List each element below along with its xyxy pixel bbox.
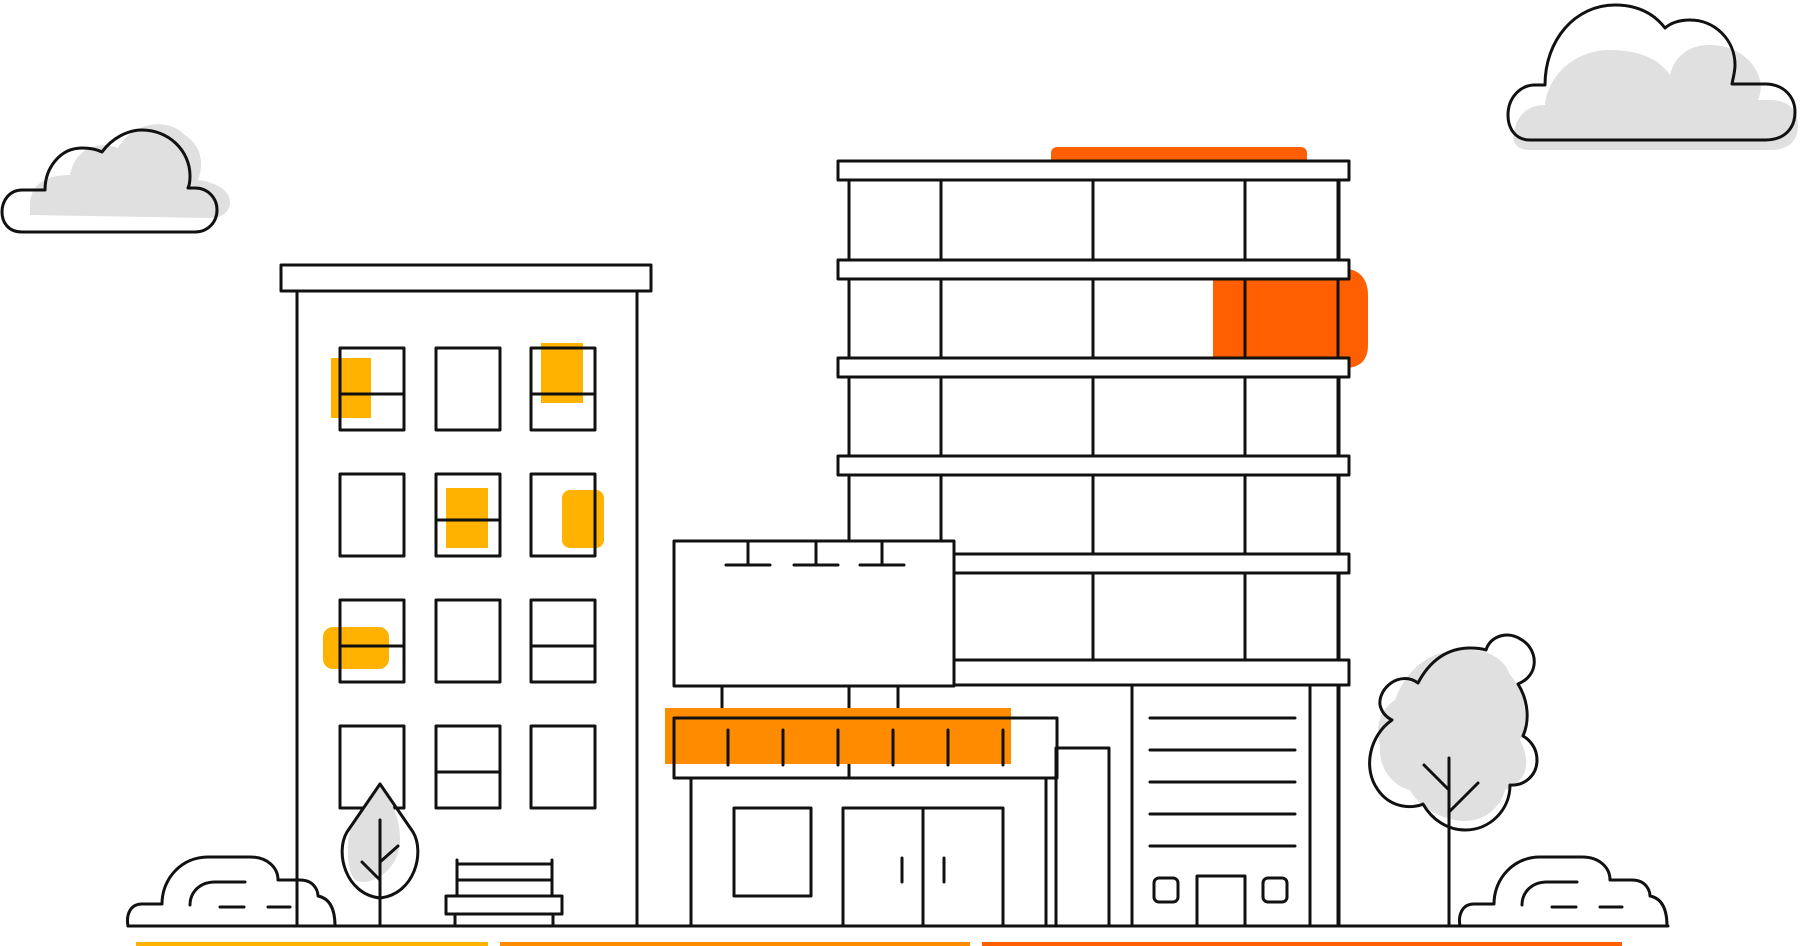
floor-slab [836, 454, 1351, 477]
bush-right-outline [1458, 855, 1669, 928]
floor-slab [836, 258, 1351, 281]
bush-left [126, 855, 337, 928]
shop-sign [672, 716, 1059, 780]
shop-annex [1054, 746, 1111, 928]
window-light [446, 488, 488, 548]
small-tree [340, 782, 420, 928]
bush-right-inner [1520, 880, 1579, 907]
cloud-left [0, 124, 230, 234]
left-apartment-building [279, 263, 653, 928]
shop-window [732, 806, 813, 898]
window-light [1213, 269, 1368, 368]
park-bench [444, 858, 564, 928]
cloud-right-outline [1506, 3, 1797, 142]
small-tree-shadow [347, 786, 400, 882]
cloud-left-outline [0, 128, 219, 234]
ground-stripe [982, 942, 1622, 946]
garage-door [1195, 874, 1247, 928]
window [434, 346, 502, 432]
bush-left-inner [188, 880, 247, 907]
window-light [562, 490, 604, 548]
bush-right [1458, 855, 1669, 928]
floor-slab [836, 159, 1351, 182]
bush-left-outline [126, 855, 337, 928]
window [338, 598, 406, 684]
window [434, 472, 502, 558]
window-light [331, 358, 371, 418]
window [434, 598, 502, 684]
window [529, 724, 597, 810]
ground-stripe [500, 942, 970, 946]
cloud-right [1506, 3, 1798, 150]
window-light [323, 627, 389, 669]
cloud-right-shadow [1513, 45, 1798, 150]
round-tree-canopy [1368, 633, 1539, 832]
window [529, 346, 597, 432]
cloud-left-shadow [30, 124, 230, 218]
window [529, 598, 597, 684]
ground-stripes [136, 942, 1622, 946]
shop-building [665, 539, 1111, 928]
window [529, 472, 597, 558]
round-tree [1368, 633, 1539, 928]
window [338, 472, 406, 558]
left-building-roof [279, 263, 653, 293]
floor-slab [836, 356, 1351, 379]
window [434, 724, 502, 810]
ground-stripe [136, 942, 488, 946]
garage-light [1152, 876, 1180, 904]
billboard [672, 539, 956, 688]
garage-light [1261, 876, 1289, 904]
window [338, 346, 406, 432]
round-tree-shadow [1378, 649, 1527, 821]
